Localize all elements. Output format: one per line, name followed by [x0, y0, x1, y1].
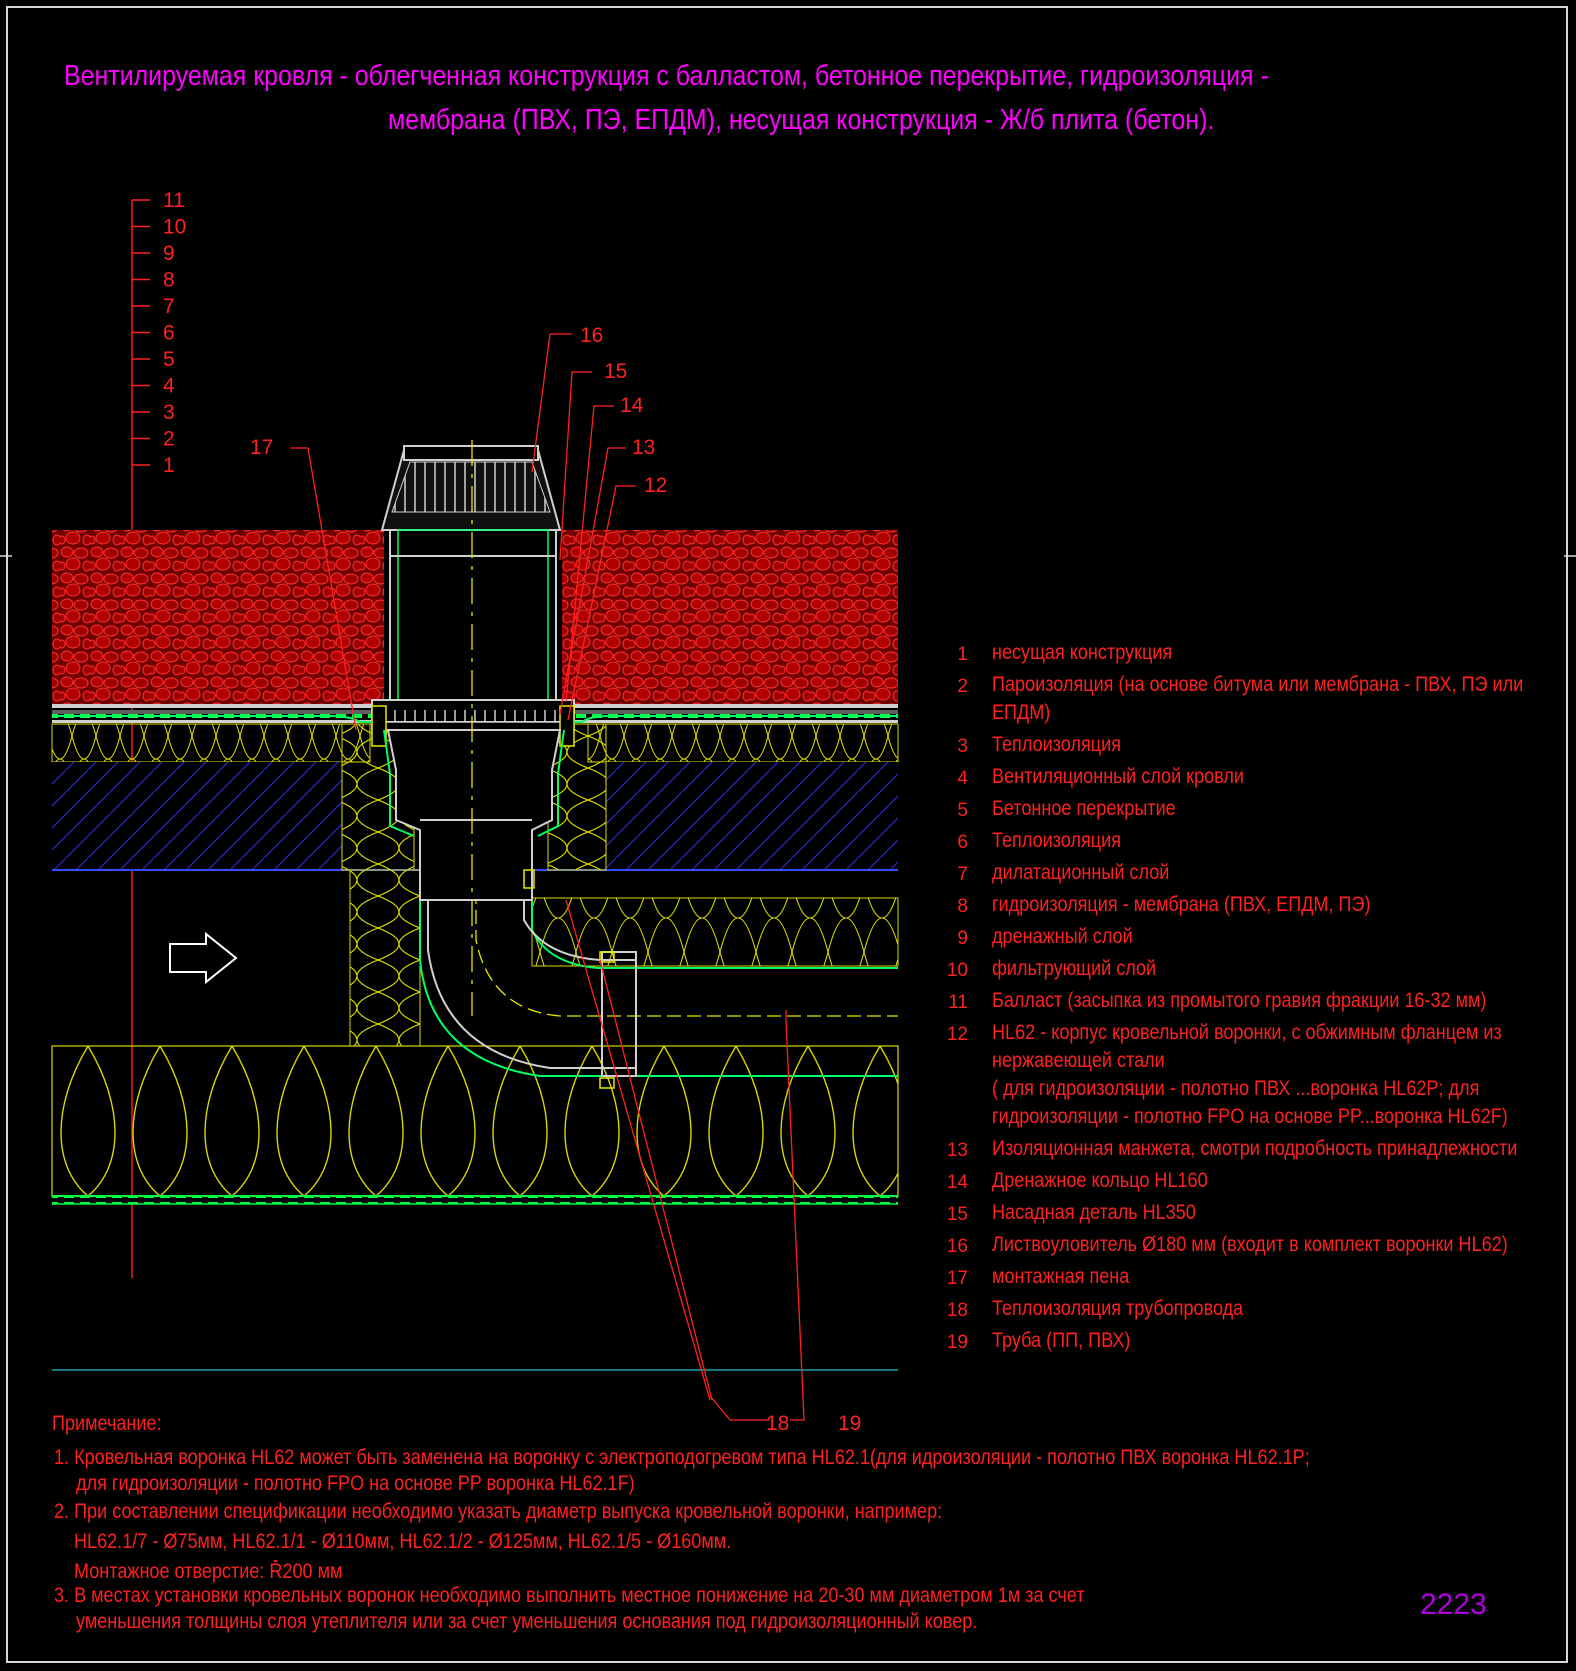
legend-text: Бетонное перекрытие	[992, 797, 1176, 820]
layer-tick-label: 10	[163, 216, 186, 239]
legend-number: 12	[946, 1024, 968, 1045]
legend-number: 18	[946, 1300, 968, 1321]
legend-number: 1	[957, 644, 968, 665]
legend-number: 3	[957, 736, 968, 757]
legend-number: 17	[946, 1268, 968, 1289]
note-3-line2: уменьшения толщины слоя утеплителя или з…	[76, 1610, 978, 1633]
lower-insulation	[51, 1045, 899, 1197]
legend-text: монтажная пена	[992, 1265, 1130, 1288]
legend-text: ЕПДМ)	[992, 701, 1051, 724]
legend-text: Насадная деталь HL350	[992, 1201, 1196, 1224]
note-1-line2: для гидроизоляции - полотно FPO на основ…	[76, 1472, 635, 1495]
legend-text: несущая конструкция	[992, 641, 1173, 664]
notes-heading: Примечание:	[52, 1412, 162, 1435]
pipe-insulation-horizontal	[531, 897, 899, 967]
layer-tick-label: 11	[163, 189, 185, 212]
gravel-ballast	[52, 530, 898, 706]
callout-17: 17	[250, 436, 273, 459]
legend-number: 19	[946, 1332, 968, 1353]
legend-text: Листвоуловитель Ø180 мм (входит в компле…	[992, 1233, 1508, 1256]
roof-drain-body	[52, 440, 898, 1016]
callout-15: 15	[604, 360, 627, 383]
sheet-number-stamp: 2223	[1420, 1588, 1487, 1621]
legend-number: 9	[957, 928, 968, 949]
layer-tick-label: 1	[163, 454, 175, 477]
layer-tick-label: 4	[163, 375, 175, 398]
callout-leaders	[290, 333, 805, 1421]
note-2-line2: HL62.1/7 - Ø75мм, HL62.1/1 - Ø110мм, HL6…	[74, 1530, 732, 1553]
legend-number: 4	[957, 768, 968, 789]
concrete-slab	[52, 762, 342, 870]
layer-tick-label: 9	[163, 242, 175, 265]
flow-direction-arrow	[169, 931, 238, 985]
legend-text: Балласт (засыпка из промытого гравия фра…	[992, 989, 1487, 1012]
legend-number: 6	[957, 832, 968, 853]
legend-number: 2	[957, 676, 968, 697]
legend-text: гидроизоляции - полотно FPO на основе PP…	[992, 1105, 1508, 1128]
layer-tick-label: 7	[163, 295, 175, 318]
callout-12: 12	[644, 474, 667, 497]
drawing-title-line2: мембрана (ПВХ, ПЭ, ЕПДМ), несущая констр…	[388, 104, 1215, 136]
upper-insulation	[51, 723, 371, 763]
layer-tick-label: 5	[163, 348, 175, 371]
drawing-title-line1: Вентилируемая кровля - облегченная конст…	[64, 60, 1269, 92]
legend-number: 5	[957, 800, 968, 821]
layer-tick-label: 3	[163, 401, 175, 424]
legend-text: Вентиляционный слой кровли	[992, 765, 1244, 788]
drawing-frame	[6, 6, 1568, 1663]
legend-text: Теплоизоляция	[992, 829, 1121, 852]
legend-number: 11	[948, 992, 968, 1013]
legend-number: 16	[946, 1236, 968, 1257]
note-2-line3: Монтажное отверстие: Ř200 мм	[74, 1560, 343, 1583]
legend-number: 15	[946, 1204, 968, 1225]
callout-14: 14	[620, 394, 644, 417]
callout-19: 19	[838, 1412, 861, 1435]
callout-16: 16	[580, 324, 603, 347]
legend-text: Теплоизоляция	[992, 733, 1121, 756]
legend-text: Теплоизоляция трубопровода	[992, 1297, 1244, 1320]
legend-text: ( для гидроизоляции - полотно ПВХ ...вор…	[992, 1077, 1480, 1100]
legend-number: 14	[946, 1172, 968, 1193]
legend-number: 7	[957, 864, 968, 885]
legend-text: фильтрующий слой	[992, 957, 1157, 980]
callout-13: 13	[632, 436, 655, 459]
legend-text: Пароизоляция (на основе битума или мембр…	[992, 673, 1524, 696]
pipe-insulation-vertical	[349, 869, 421, 1047]
callout-18: 18	[766, 1412, 789, 1435]
legend-number: 10	[946, 960, 968, 981]
pipe-elbow	[419, 870, 898, 1089]
layer-tick-label: 2	[163, 428, 175, 451]
legend-text: HL62 - корпус кровельной воронки, с обжи…	[992, 1021, 1502, 1044]
note-2-line1: 2. При составлении спецификации необходи…	[54, 1500, 943, 1523]
legend-text: дилатационный слой	[992, 861, 1170, 884]
legend-text: Дренажное кольцо HL160	[992, 1169, 1208, 1192]
legend-text: Труба (ПП, ПВХ)	[992, 1329, 1131, 1352]
legend-text: Изоляционная манжета, смотри подробность…	[992, 1137, 1518, 1160]
legend-text: дренажный слой	[992, 925, 1133, 948]
note-3-line1: 3. В местах установки кровельных воронок…	[54, 1584, 1085, 1607]
legend-number: 13	[946, 1140, 968, 1161]
legend-text: гидроизоляция - мембрана (ПВХ, ЕПДМ, ПЭ)	[992, 893, 1371, 916]
legend-text: нержавеющей стали	[992, 1049, 1165, 1072]
note-1-line1: 1. Кровельная воронка HL62 может быть за…	[54, 1446, 1310, 1469]
layer-tick-label: 8	[163, 269, 175, 292]
layer-tick-label: 6	[163, 322, 175, 345]
legend-number: 8	[957, 896, 968, 917]
